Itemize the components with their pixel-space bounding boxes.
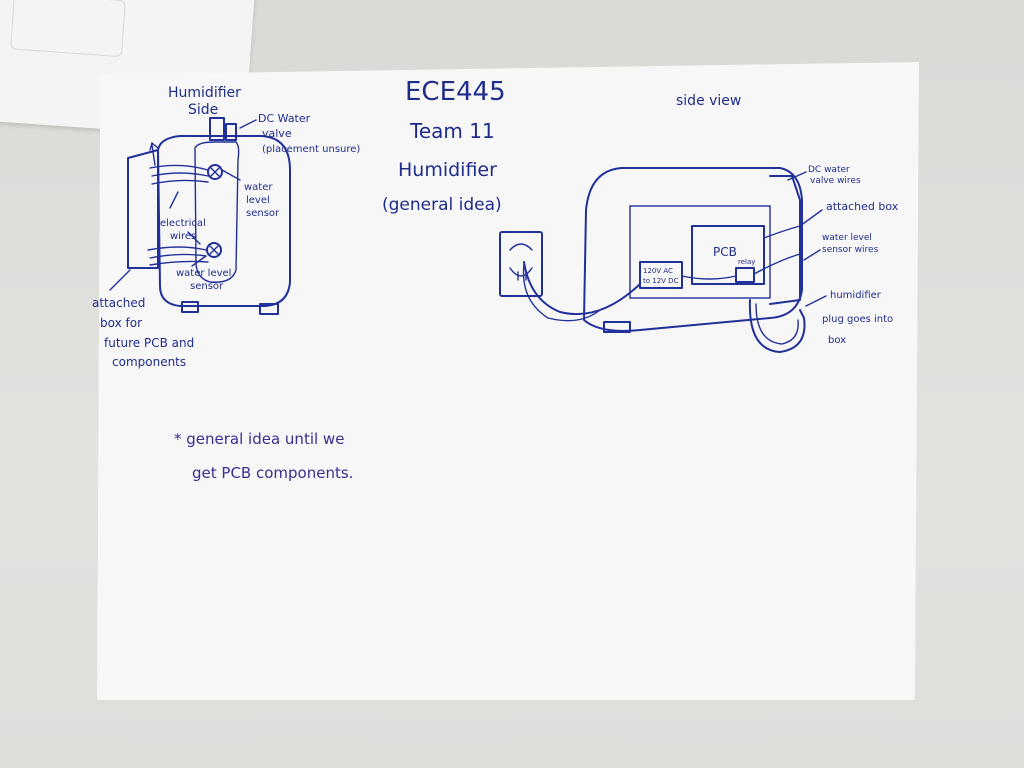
note-line2: get PCB components.	[192, 464, 353, 482]
box-label-line3: future PCB and	[104, 336, 194, 350]
box-leader-line	[109, 269, 131, 291]
sensor-wires-label-line2: sensor wires	[822, 245, 879, 255]
converter-label-line1: 120V AC	[643, 267, 673, 275]
dc-valve-shape	[209, 117, 225, 141]
humidifier-plug-loop	[748, 299, 806, 353]
title-subtitle: (general idea)	[382, 195, 502, 215]
dc-valve-label-line3: (placement unsure)	[262, 144, 360, 155]
pcb-board	[691, 225, 765, 285]
note-line1: * general idea until we	[174, 430, 344, 448]
box-label-line1: attached	[92, 296, 145, 310]
sensor-wires-label-line1: water level	[822, 233, 872, 243]
title-team: Team 11	[409, 119, 495, 143]
bottom-sensor-label-line2: sensor	[190, 281, 224, 292]
plug-label-line2: plug goes into	[822, 314, 893, 325]
power-cord	[523, 261, 641, 316]
humidifier-side-body	[583, 167, 803, 332]
title-project: Humidifier	[398, 159, 497, 181]
plug-label-line1: humidifier	[830, 290, 882, 301]
top-water-sensor-shape	[207, 164, 223, 180]
dc-valve-wires-label-line1: DC water	[808, 165, 850, 175]
electrical-wires	[147, 164, 209, 266]
top-sensor-label-line3: sensor	[246, 208, 280, 219]
wires-label-line2: wires	[170, 231, 196, 242]
top-sensor-label-line2: level	[246, 195, 270, 206]
top-sensor-x-mark	[210, 167, 220, 177]
wire-up-arrow	[149, 141, 159, 166]
top-sensor-leader-line	[221, 169, 241, 181]
right-sketch: side view	[499, 93, 899, 353]
top-sensor-label-line1: water	[244, 182, 273, 193]
left-foot	[181, 301, 199, 313]
bottom-water-sensor-shape	[206, 242, 222, 258]
bottom-sensor-x-mark	[209, 245, 219, 255]
relay-label: relay	[738, 258, 755, 266]
attached-box-side	[769, 175, 801, 305]
side-foot-left	[603, 321, 631, 333]
plug-label-line3: box	[828, 335, 846, 346]
box-label-line4: components	[112, 355, 186, 369]
plug-loop-inner	[755, 303, 799, 345]
wall-outlet-plate	[499, 231, 543, 297]
attached-box-outline	[127, 149, 159, 269]
note: * general idea until we get PCB componen…	[174, 430, 353, 482]
water-tank-outline	[194, 141, 240, 283]
plug-leader	[805, 295, 827, 307]
title-course: ECE445	[405, 77, 506, 107]
bottom-sensor-label-line1: water level	[176, 268, 231, 279]
converter-block	[639, 261, 683, 289]
box-label-line2: box for	[100, 316, 142, 330]
right-foot	[259, 303, 279, 315]
left-heading-line1: Humidifier	[168, 85, 241, 101]
valve-cap-shape	[225, 123, 237, 141]
attached-box-leader	[799, 209, 823, 227]
title-block: ECE445 Team 11 Humidifier (general idea)	[382, 77, 506, 215]
right-heading: side view	[676, 93, 741, 109]
humidifier-body-outline	[157, 135, 291, 307]
attached-box-label: attached box	[826, 200, 899, 213]
dc-valve-wires-label-line2: valve wires	[810, 176, 861, 186]
wires-leader-lines	[169, 191, 201, 245]
power-cord-outline	[522, 263, 601, 322]
outlet-sockets	[509, 243, 533, 277]
dc-valve-label-line2: valve	[262, 127, 292, 140]
relay-block	[735, 267, 755, 283]
converter-label-line2: to 12V DC	[643, 277, 679, 285]
dc-valve-label-line1: DC Water	[258, 112, 311, 125]
valve-leader-line	[239, 119, 257, 129]
internal-wires	[681, 225, 801, 280]
sensor-wires-leader	[803, 249, 821, 261]
pcb-label: PCB	[713, 245, 737, 259]
bottom-sensor-leader-line	[191, 255, 207, 267]
dc-wires-leader	[787, 171, 807, 181]
left-heading-line2: Side	[188, 102, 218, 118]
left-sketch: Humidifier Side	[92, 85, 360, 369]
wires-label-line1: electrical	[160, 218, 206, 229]
inner-window	[629, 205, 771, 299]
